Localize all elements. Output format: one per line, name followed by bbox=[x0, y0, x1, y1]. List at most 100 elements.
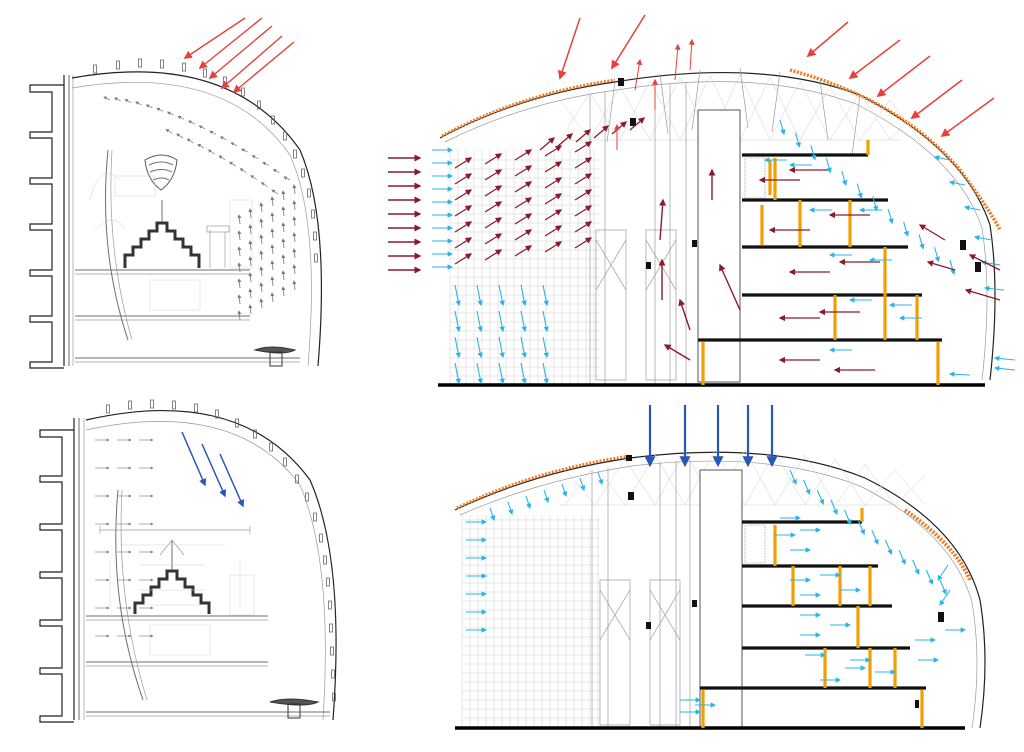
arrow-icon bbox=[259, 266, 264, 277]
arrow-icon bbox=[514, 149, 533, 161]
arrow-icon bbox=[248, 240, 253, 251]
arrow-icon bbox=[539, 137, 555, 151]
arrow-icon bbox=[674, 43, 681, 81]
arrow-icon bbox=[939, 589, 951, 606]
section-summer-small bbox=[29, 17, 323, 369]
arrow-icon bbox=[542, 362, 549, 385]
arrow-icon bbox=[520, 310, 527, 333]
arrow-icon bbox=[165, 128, 173, 134]
arrow-icon bbox=[250, 175, 258, 180]
floor-slabs bbox=[455, 520, 965, 730]
arrow-icon bbox=[484, 185, 503, 197]
arrow-icon bbox=[281, 270, 286, 281]
arrow-icon bbox=[634, 58, 643, 91]
arrow-icon bbox=[248, 272, 253, 283]
arrow-icon bbox=[544, 177, 563, 189]
arrow-icon bbox=[925, 569, 934, 586]
arrow-icon bbox=[514, 229, 533, 241]
arrow-icon bbox=[292, 200, 297, 211]
arrow-icon bbox=[259, 234, 264, 245]
arrow-icon bbox=[542, 310, 549, 333]
arrow-icon bbox=[292, 248, 297, 259]
columns bbox=[701, 140, 940, 385]
dome-shell bbox=[71, 71, 323, 367]
arrow-icon bbox=[544, 241, 563, 253]
arrow-icon bbox=[884, 539, 893, 556]
arrow-icon bbox=[561, 483, 568, 498]
arrow-icon bbox=[248, 224, 253, 235]
arrow-icon bbox=[659, 198, 667, 241]
arrow-icon bbox=[810, 145, 817, 161]
arrow-icon bbox=[848, 39, 901, 80]
arrow-icon bbox=[259, 250, 264, 261]
arrow-icon bbox=[454, 189, 473, 201]
arrow-icon bbox=[166, 111, 174, 116]
arrow-icon bbox=[188, 120, 195, 125]
arrow-icon bbox=[259, 218, 264, 229]
arrow-icon bbox=[498, 284, 505, 307]
arrow-icon bbox=[507, 501, 514, 516]
arrow-icon bbox=[270, 276, 275, 287]
arrow-icon bbox=[218, 155, 226, 161]
arrow-icon bbox=[454, 157, 473, 169]
arrow-icon bbox=[794, 132, 801, 148]
arrow-icon bbox=[270, 196, 275, 207]
arrow-icon bbox=[220, 35, 283, 90]
left-facade bbox=[39, 418, 85, 723]
arrow-icon bbox=[270, 292, 275, 303]
arrow-icon bbox=[186, 138, 194, 144]
arrow-icon bbox=[856, 183, 863, 199]
arrow-icon bbox=[871, 529, 879, 546]
arrow-icon bbox=[259, 282, 264, 293]
arrow-icon bbox=[476, 310, 483, 333]
arrow-icon bbox=[514, 197, 533, 209]
arrow-icon bbox=[558, 17, 581, 80]
arrow-icon bbox=[476, 336, 483, 359]
arrow-icon bbox=[964, 288, 1001, 301]
arrow-icon bbox=[248, 288, 253, 299]
arrow-icon bbox=[281, 222, 286, 233]
arrow-icon bbox=[281, 238, 286, 249]
core-towers bbox=[595, 78, 741, 383]
floor-slabs bbox=[438, 153, 985, 387]
arrow-icon bbox=[181, 431, 207, 487]
arrow-icon bbox=[912, 559, 920, 576]
arrow-icon bbox=[918, 234, 925, 250]
arrow-icon bbox=[237, 230, 242, 241]
ground-fixture bbox=[269, 698, 320, 719]
arrow-icon bbox=[872, 196, 879, 212]
dome-shell bbox=[85, 410, 337, 721]
arrow-icon bbox=[248, 208, 253, 219]
section-summer-large bbox=[388, 14, 1016, 387]
arrow-icon bbox=[454, 237, 473, 249]
arrow-icon bbox=[292, 216, 297, 227]
arrow-icon bbox=[229, 161, 236, 167]
arrow-icon bbox=[484, 217, 503, 229]
arrow-icon bbox=[918, 224, 946, 241]
arrow-icon bbox=[260, 182, 268, 187]
arrow-icon bbox=[248, 304, 253, 315]
arrow-icon bbox=[259, 202, 264, 213]
arrow-icon bbox=[237, 278, 242, 289]
arrow-icon bbox=[963, 205, 981, 211]
arrow-icon bbox=[135, 101, 142, 106]
floors bbox=[86, 615, 330, 717]
arrow-icon bbox=[544, 209, 563, 221]
arrow-icon bbox=[498, 336, 505, 359]
arrow-icon bbox=[454, 336, 461, 359]
airflow-arrows bbox=[388, 14, 1016, 385]
dome-ribs bbox=[106, 399, 336, 702]
arrow-icon bbox=[939, 579, 947, 596]
arrow-icon bbox=[542, 336, 549, 359]
arrow-icon bbox=[156, 107, 164, 112]
arrow-icon bbox=[803, 479, 811, 496]
arrow-icon bbox=[574, 189, 593, 201]
arrow-icon bbox=[993, 365, 1016, 372]
arrow-icon bbox=[209, 130, 217, 135]
interior-sketch bbox=[89, 149, 253, 341]
stepped-pyramid bbox=[133, 539, 211, 614]
arrow-icon bbox=[454, 205, 473, 217]
arrow-icon bbox=[454, 284, 461, 307]
facade-grid bbox=[461, 515, 600, 728]
